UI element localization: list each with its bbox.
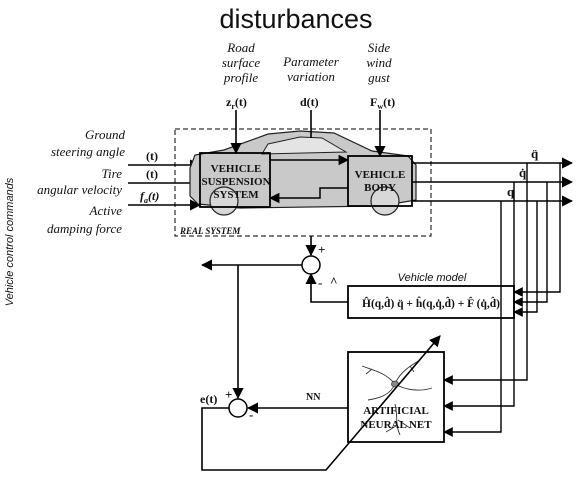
param-label-2: variation — [287, 69, 335, 84]
wind-signal: Fw(t) — [370, 95, 395, 111]
real-system-label: REAL SYSTEM — [179, 226, 241, 236]
body-label-1: VEHICLE — [355, 169, 406, 181]
steering-label-2: steering angle — [51, 144, 125, 159]
road-signal: zr(t) — [226, 95, 247, 111]
lower-minus: - — [249, 407, 253, 422]
road-label-1: Road — [226, 40, 255, 55]
body-label-2: BODY — [364, 182, 396, 194]
input-signal-1: (t) — [146, 149, 158, 163]
vehicle-model-equation: Ĥ(q,d̂) q̈ + ĥ(q,q̇,d̂) + F̂ (q̇,d̂) — [362, 295, 500, 310]
summing-junction-upper — [302, 256, 320, 274]
road-label-3: profile — [223, 70, 258, 85]
road-label-2: surface — [222, 55, 261, 70]
error-label: e(t) — [200, 392, 217, 406]
upper-hat: ^ — [330, 274, 338, 289]
nn-input-q — [444, 201, 501, 432]
qddot-label: q̈ — [531, 146, 539, 161]
wind-label-2: wind — [366, 55, 392, 70]
suspension-label-1: VEHICLE — [211, 163, 262, 175]
model-input-q — [514, 201, 537, 312]
upper-plus: + — [318, 242, 325, 257]
input-signal-3: fa(t) — [140, 189, 159, 205]
input-signal-2: (t) — [146, 167, 158, 181]
damping-label-2: damping force — [47, 221, 122, 236]
vehicle-model-label: Vehicle model — [398, 272, 467, 284]
param-signal: d(t) — [300, 95, 319, 109]
param-label-1: Parameter — [282, 54, 340, 69]
wind-label-1: Side — [368, 40, 391, 55]
upper-minus: - — [318, 275, 322, 290]
qdot-label: q̇ — [519, 165, 527, 180]
model-input-qdot — [514, 182, 547, 302]
nn-signal-label: NN — [306, 392, 321, 403]
nn-input-qdot — [444, 182, 514, 406]
lower-plus: + — [225, 387, 232, 402]
suspension-label-3: SYSTEM — [213, 189, 259, 201]
tire-label-1: Tire — [102, 166, 123, 181]
suspension-label-2: SUSPENSION — [201, 176, 270, 188]
diagram-title: disturbances — [219, 4, 372, 34]
tire-label-2: angular velocity — [37, 182, 122, 197]
nn-label-2: NEURAL NET — [360, 419, 432, 431]
steering-label-1: Ground — [85, 127, 125, 142]
side-label: Vehicle control commands — [4, 177, 16, 306]
wind-label-3: gust — [368, 70, 390, 85]
damping-label-1: Active — [89, 203, 123, 218]
